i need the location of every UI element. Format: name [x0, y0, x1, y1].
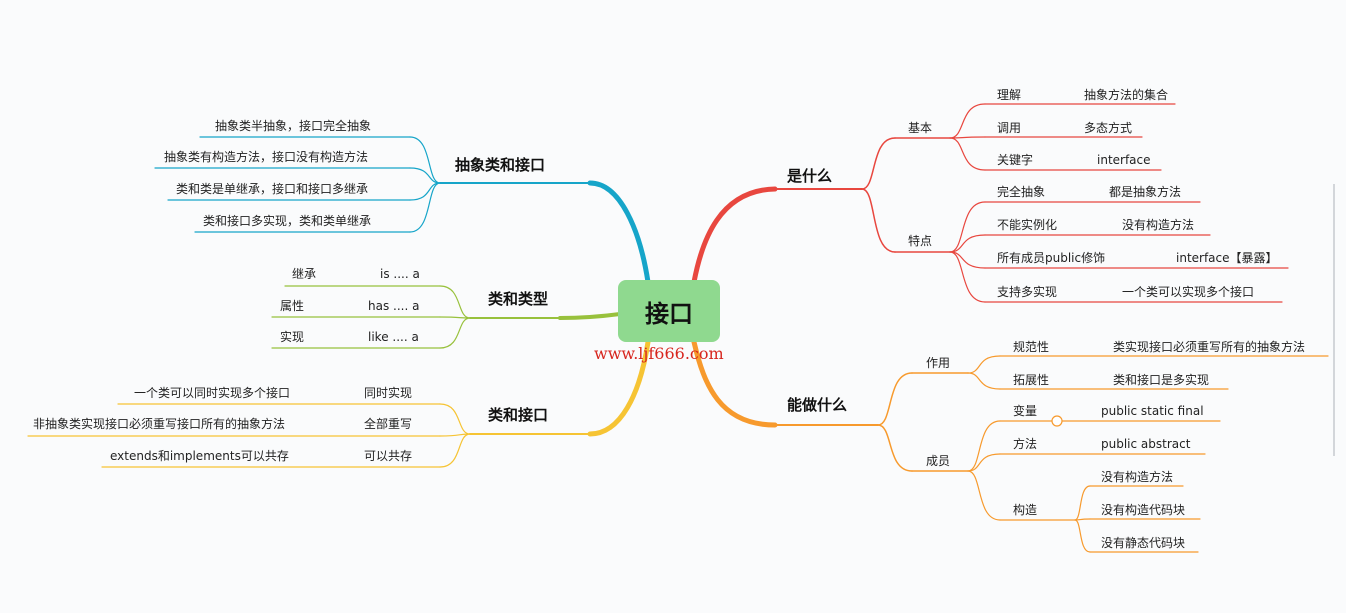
- main-branch-ci: [587, 339, 651, 437]
- connector-47: [439, 285, 471, 319]
- type-key-1[interactable]: 继承: [292, 267, 317, 281]
- feature-value-4[interactable]: 一个类可以实现多个接口: [1122, 285, 1255, 299]
- connector-33: [1074, 485, 1091, 521]
- feature-value-1[interactable]: 都是抽象方法: [1109, 185, 1182, 199]
- basic-key-3[interactable]: 关键字: [997, 153, 1034, 167]
- member-key-2[interactable]: 方法: [1013, 437, 1038, 451]
- type-key-2[interactable]: 属性: [280, 299, 305, 313]
- ci-value-3[interactable]: 可以共存: [364, 449, 413, 463]
- basic-key-2[interactable]: 调用: [997, 121, 1022, 135]
- member-value-1[interactable]: public static final: [1101, 404, 1204, 418]
- construct-item-3[interactable]: 没有静态代码块: [1101, 536, 1186, 550]
- effect-value-2[interactable]: 类和接口是多实现: [1113, 373, 1210, 387]
- branch-class-and-type[interactable]: 类和类型: [488, 290, 549, 308]
- branch-abstract-vs-interface[interactable]: 抽象类和接口: [455, 156, 546, 174]
- connector-5: [949, 103, 986, 139]
- basic-value-3[interactable]: interface: [1097, 153, 1151, 167]
- abstract-item-1[interactable]: 抽象类半抽象，接口完全抽象: [215, 119, 372, 133]
- member-value-2[interactable]: public abstract: [1101, 437, 1191, 451]
- feature-key-4[interactable]: 支持多实现: [997, 285, 1058, 299]
- connector-39: [409, 136, 441, 184]
- member-construct-node[interactable]: 构造: [1013, 503, 1038, 517]
- connector-17: [949, 251, 986, 303]
- main-branch-abstract: [587, 180, 651, 285]
- connector-25: [967, 372, 1001, 390]
- connector-53: [439, 403, 471, 435]
- construct-item-1[interactable]: 没有构造方法: [1101, 470, 1174, 484]
- ci-key-1[interactable]: 一个类可以同时实现多个接口: [134, 386, 291, 400]
- connector-11: [949, 201, 986, 253]
- can-effect-node[interactable]: 作用: [926, 356, 951, 370]
- connector-37: [1074, 519, 1091, 553]
- type-key-3[interactable]: 实现: [280, 330, 305, 344]
- branch-class-and-interface[interactable]: 类和接口: [488, 406, 549, 424]
- basic-value-1[interactable]: 抽象方法的集合: [1084, 88, 1169, 102]
- ci-key-2[interactable]: 非抽象类实现接口必须重写接口所有的抽象方法: [33, 417, 286, 431]
- feature-key-2[interactable]: 不能实例化: [997, 218, 1058, 232]
- connector-27: [967, 420, 1001, 472]
- effect-value-1[interactable]: 类实现接口必须重写所有的抽象方法: [1113, 340, 1306, 354]
- feature-value-3[interactable]: interface【暴露】: [1176, 251, 1278, 265]
- feature-key-3[interactable]: 所有成员public修饰: [997, 251, 1106, 265]
- scrollbar[interactable]: [1333, 184, 1335, 456]
- connector-45: [409, 182, 441, 233]
- branch-what[interactable]: 是什么: [787, 167, 833, 185]
- type-value-3[interactable]: like .... a: [368, 330, 419, 344]
- effect-key-1[interactable]: 规范性: [1013, 340, 1050, 354]
- feature-key-1[interactable]: 完全抽象: [997, 185, 1046, 199]
- abstract-item-3[interactable]: 类和类是单继承，接口和接口多继承: [176, 182, 369, 196]
- connector-29: [967, 453, 1001, 472]
- what-feature-node[interactable]: 特点: [908, 234, 933, 248]
- basic-value-2[interactable]: 多态方式: [1084, 121, 1133, 135]
- what-basic-node[interactable]: 基本: [908, 121, 933, 135]
- connector-3: [861, 188, 896, 253]
- effect-key-2[interactable]: 拓展性: [1013, 373, 1050, 387]
- member-key-1[interactable]: 变量: [1013, 404, 1038, 418]
- ci-key-3[interactable]: extends和implements可以共存: [110, 449, 289, 463]
- connector-57: [439, 433, 471, 468]
- main-branch-can: [691, 339, 778, 428]
- basic-key-1[interactable]: 理解: [997, 88, 1022, 102]
- connector-1: [861, 137, 896, 190]
- main-branch-type: [558, 312, 622, 320]
- type-value-2[interactable]: has .... a: [368, 299, 420, 313]
- main-branch-what: [691, 186, 778, 285]
- type-value-1[interactable]: is .... a: [380, 267, 420, 281]
- connector-9: [949, 137, 986, 171]
- branch-can-do[interactable]: 能做什么: [787, 396, 848, 414]
- abstract-item-4[interactable]: 类和接口多实现，类和类单继承: [203, 214, 372, 228]
- ci-value-1[interactable]: 同时实现: [364, 386, 413, 400]
- construct-item-2[interactable]: 没有构造代码块: [1101, 503, 1186, 517]
- ci-value-2[interactable]: 全部重写: [364, 417, 413, 431]
- connector-21: [877, 424, 913, 472]
- feature-value-2[interactable]: 没有构造方法: [1122, 218, 1195, 232]
- connector-31: [967, 470, 1001, 521]
- watermark: www.ljf666.com: [594, 344, 724, 363]
- abstract-item-2[interactable]: 抽象类有构造方法，接口没有构造方法: [164, 150, 369, 164]
- connector-7: [949, 136, 986, 139]
- connector-41: [409, 167, 441, 184]
- connector-19: [877, 372, 913, 426]
- collapse-marker[interactable]: [1051, 415, 1063, 427]
- connector-13: [949, 234, 986, 253]
- root-node[interactable]: 接口: [618, 280, 720, 342]
- connector-23: [967, 355, 1001, 374]
- connector-51: [439, 317, 471, 349]
- can-member-node[interactable]: 成员: [926, 454, 951, 468]
